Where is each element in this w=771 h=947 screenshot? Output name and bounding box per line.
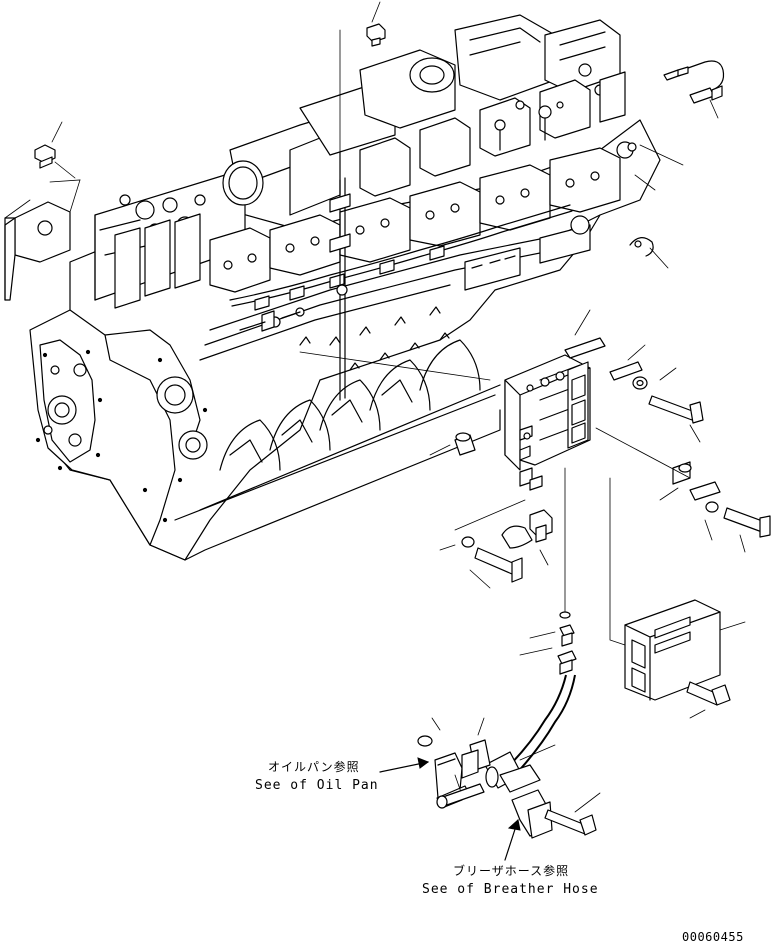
breather-hose-reference-en: See of Breather Hose (422, 882, 599, 897)
breather-hose-reference-jp: ブリーザホース参照 (453, 864, 570, 878)
cylinder-heads (94, 141, 637, 309)
callout-arrow-breather (504, 819, 521, 861)
hose-clip (629, 237, 669, 269)
ecm-bolt (686, 681, 731, 719)
wiring-harness (229, 177, 573, 401)
front-bolts (35, 349, 208, 523)
speed-sensor-harness (634, 60, 725, 191)
drawing-number: 00060455 (682, 930, 744, 944)
ecm-mounting-bracket (299, 309, 606, 491)
oil-pan-reference-jp: オイルパン参照 (268, 760, 360, 774)
top-pressure-sensor (339, 1, 386, 181)
head-bolt-holes (223, 171, 600, 270)
tube-clamp-bracket (417, 717, 601, 839)
oil-tube-assembly (484, 611, 577, 793)
coolant-temp-sensor (34, 121, 76, 179)
main-bearing-bosses (299, 306, 450, 371)
oil-elbow-and-bolt (439, 467, 566, 613)
callout-arrow-oil-pan (379, 757, 430, 773)
engine-controller-ecm (609, 477, 746, 701)
crank-web-arches (219, 339, 481, 471)
front-cover-plate (4, 179, 81, 301)
oil-pan-reference-en: See of Oil Pan (255, 778, 379, 793)
bracket-bolts (595, 344, 771, 553)
intake-manifold (222, 14, 626, 216)
